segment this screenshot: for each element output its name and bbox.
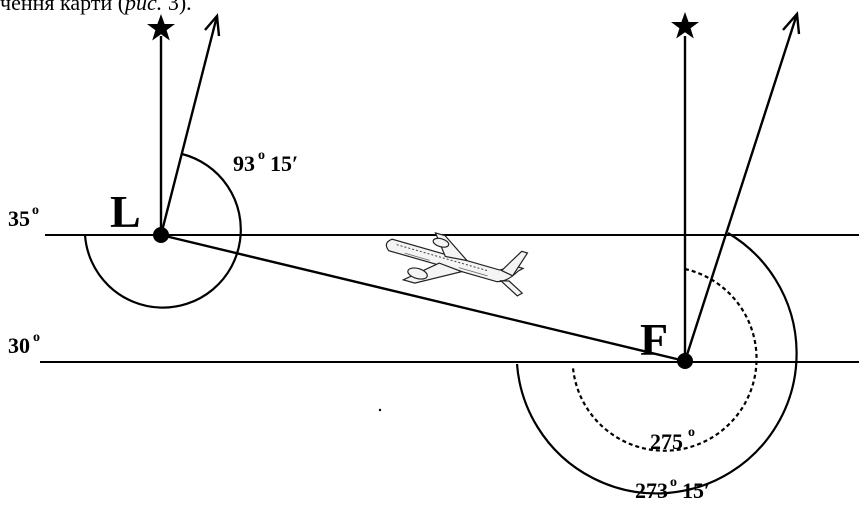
airplane-icon [385,231,529,297]
angle-arc-F-solid [515,232,798,495]
label-angle-F-solid-deg-sym: o [670,475,677,490]
label-F: F [640,314,668,365]
label-lat-35: 35 [8,206,30,231]
label-lat-30-deg: o [33,330,40,345]
label-angle-F-dashed: 275 [650,429,683,454]
star-icon [147,14,175,41]
point-F [677,353,693,369]
arrow-head-icon [204,13,221,37]
route-line [160,233,686,363]
label-angle-F-solid-deg: 273 [635,478,668,503]
stray-dot [378,408,382,412]
arrow-head-icon [782,11,801,35]
label-angle-L-deg: 93 [233,151,255,176]
label-angle-L-deg-sym: o [258,148,265,163]
label-lat-35-deg: o [32,203,39,218]
angle-arc-L [83,152,242,309]
star-icon [671,12,699,39]
label-L: L [110,186,141,237]
caption-text: чення карти (рис. 3). [0,0,192,16]
label-angle-F-dashed-deg: o [688,425,695,440]
caption-suffix: 3). [162,0,192,15]
label-angle-F-solid-min: 15′ [682,478,710,503]
course-arrow-L [159,15,219,236]
label-angle-L-min: 15′ [270,151,298,176]
course-arrow-F [683,13,799,362]
point-L [153,227,169,243]
caption-prefix: чення карти ( [0,0,126,15]
caption-italic: рис. [125,0,163,15]
label-lat-30: 30 [8,333,30,358]
